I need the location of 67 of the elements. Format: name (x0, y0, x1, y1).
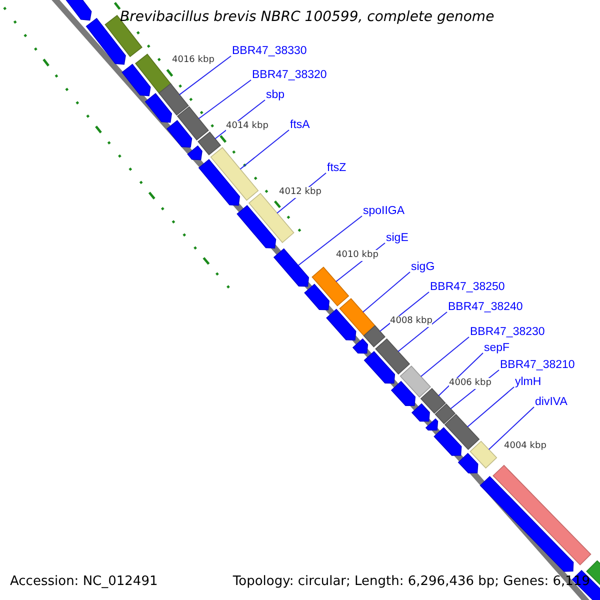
gene-block (420, 388, 446, 414)
gene-block (364, 351, 396, 384)
scale-label: 4006 kbp (449, 378, 492, 389)
gene-block (198, 159, 240, 206)
gene-label: BBR47_38320 (252, 69, 327, 82)
leader-line (298, 216, 362, 266)
leader-line (198, 80, 252, 120)
gene-label: divIVA (535, 396, 568, 409)
genome-title: Brevibacillus brevis NBRC 100599, complete genome (120, 9, 494, 26)
gene-block (480, 476, 574, 572)
scale-label: 4016 kbp (172, 55, 214, 66)
gene-block (236, 204, 276, 249)
gene-label: BBR47_38250 (430, 281, 505, 294)
gene-block (144, 93, 172, 123)
gene-block (122, 64, 151, 96)
scale-label: 4008 kbp (390, 316, 432, 327)
gene-block (210, 147, 259, 201)
leader-line (467, 386, 514, 428)
gene-label: BBR47_38230 (470, 326, 545, 339)
gene-block (326, 308, 356, 340)
gene-label: sigE (386, 232, 408, 245)
gene-block (492, 464, 592, 566)
gene-label: spoIIGA (363, 205, 405, 218)
gene-label: ylmH (515, 376, 542, 389)
scale-label: 4012 kbp (279, 187, 322, 198)
leader-line (420, 336, 470, 377)
gene-label: BBR47_38330 (232, 45, 307, 58)
gene-label: sbp (266, 89, 285, 102)
gene-block (273, 248, 310, 287)
gene-block (434, 427, 462, 456)
gene-label: sigG (411, 261, 435, 274)
gene-block (425, 418, 438, 430)
gene-block (304, 284, 330, 310)
gene-block (339, 298, 376, 336)
leader-line (398, 312, 448, 352)
gene-block (166, 120, 192, 148)
leader-line (438, 352, 484, 396)
gene-block (434, 404, 456, 424)
gene-label: BBR47_38240 (448, 301, 523, 314)
gene-block (187, 145, 202, 160)
gene-block (400, 366, 432, 398)
scale-label: 4004 kbp (504, 441, 546, 452)
gene-block (470, 440, 498, 469)
leader-line (240, 130, 290, 170)
gene-block (248, 192, 294, 244)
gene-block (444, 414, 480, 450)
footer-text: Topology: circular; Length: 6,296,436 bp; Genes: 6,119 (232, 574, 590, 589)
gene-label: sepF (484, 342, 510, 355)
gene-label: BBR47_38210 (500, 359, 575, 372)
leader-line (179, 56, 232, 96)
gene-block (458, 452, 478, 474)
gene-block (375, 338, 410, 375)
gene-block (390, 380, 416, 406)
gene-block (158, 83, 189, 116)
gene-label: ftsZ (327, 162, 346, 175)
gene-block (363, 325, 386, 348)
scale-label: 4014 kbp (226, 121, 268, 132)
gene-block (312, 266, 350, 306)
gene-label: ftsA (290, 119, 310, 132)
gene-block (134, 54, 172, 95)
leader-line (362, 272, 410, 313)
gene-block (176, 106, 209, 140)
gene-block (198, 132, 222, 156)
footer-text: Accession: NC_012491 (10, 574, 158, 589)
scale-label: 4010 kbp (336, 250, 378, 261)
leader-line (488, 406, 534, 450)
gene-block (411, 403, 430, 422)
